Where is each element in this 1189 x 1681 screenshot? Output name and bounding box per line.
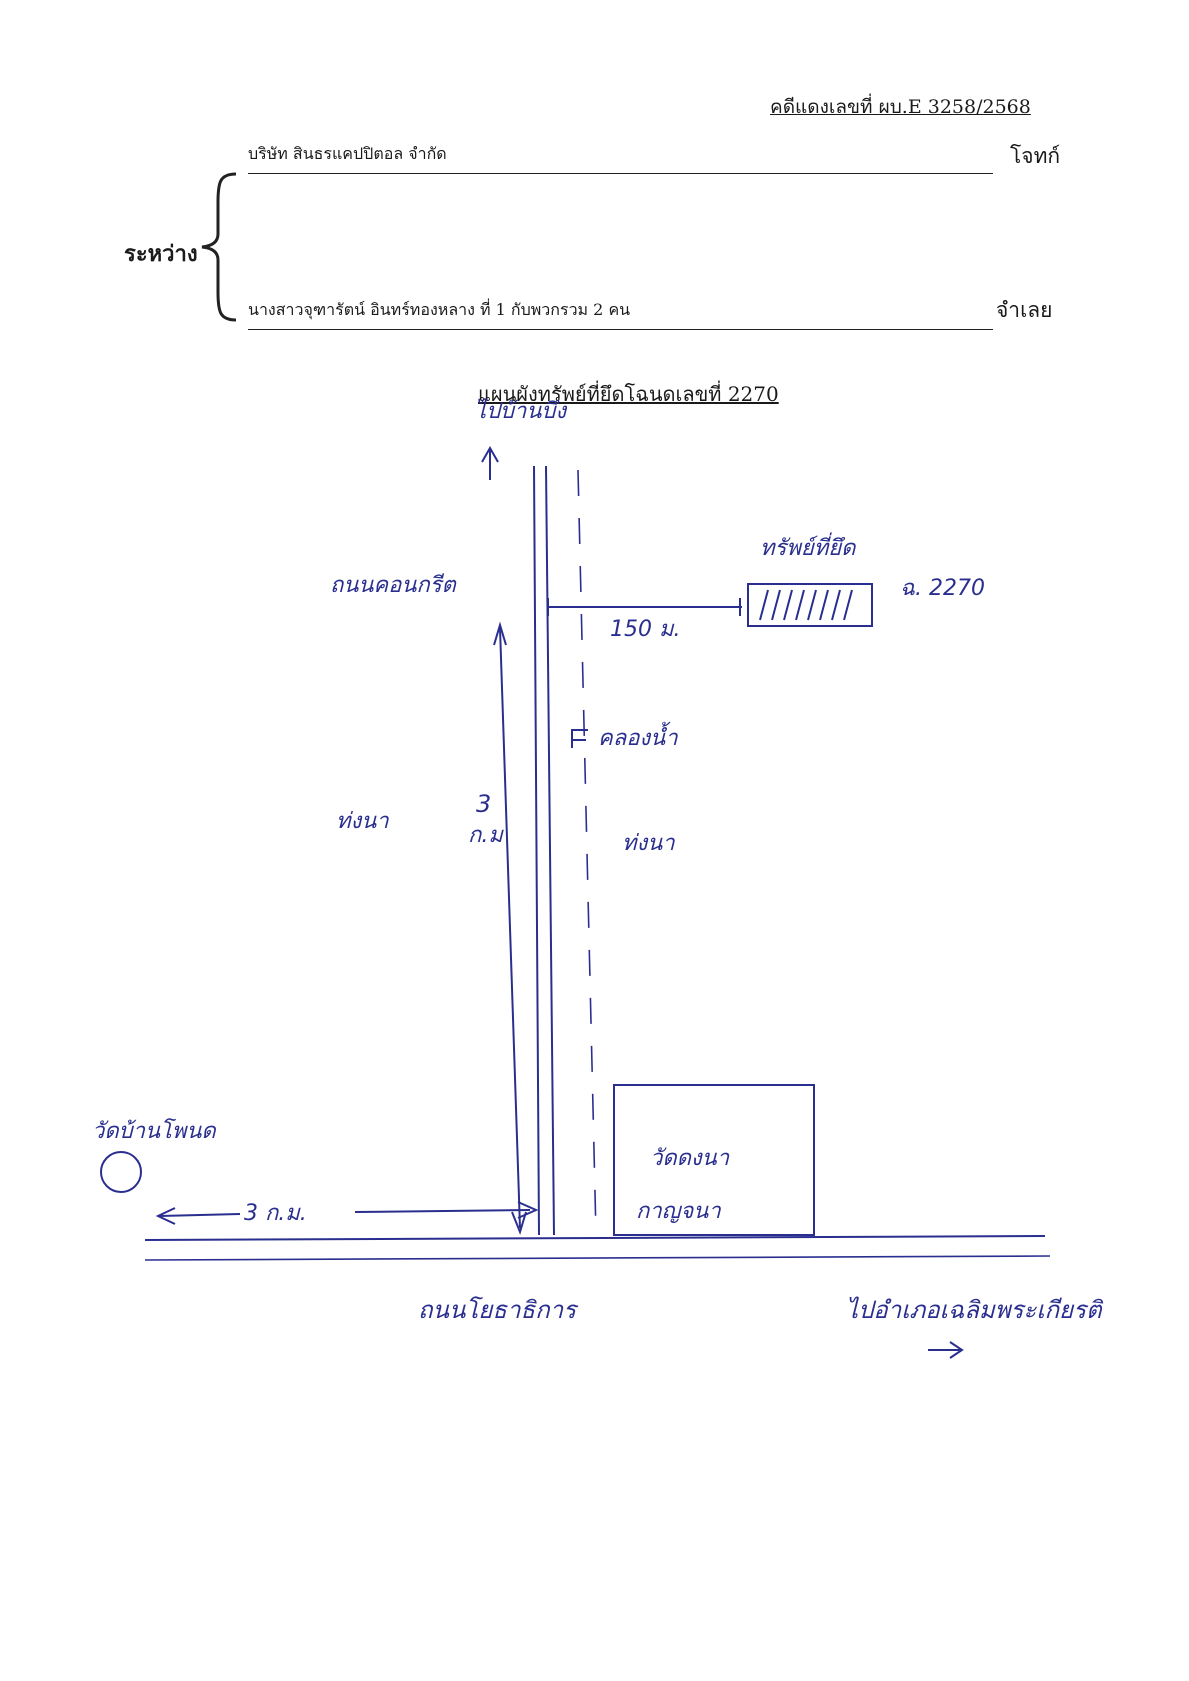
east-arrow-icon bbox=[928, 1341, 964, 1359]
label-to-east: ไปอำเภอเฉลิมพระเกียรติ bbox=[846, 1296, 1104, 1324]
horizontal-arrow-left bbox=[155, 1207, 176, 1225]
label-school: วัดดงนา bbox=[650, 1146, 730, 1171]
label-seized-property: ทรัพย์ที่ยึด bbox=[760, 532, 857, 561]
label-deed-no: ฉ. 2270 bbox=[900, 576, 985, 601]
canal-dashed-line bbox=[577, 469, 597, 1236]
case-number: คดีแดงเลขที่ ผบ.E 3258/2568 bbox=[770, 96, 1031, 118]
label-main-road: ถนนโยธาธิการ bbox=[418, 1296, 579, 1324]
distance-3km-horizontal-line bbox=[159, 1209, 531, 1217]
distance-150-tick bbox=[547, 598, 741, 616]
vertical-arrow-bottom bbox=[511, 1211, 527, 1236]
label-rice-field-left: ท่งนา bbox=[336, 809, 389, 834]
vertical-arrow-top bbox=[493, 621, 507, 646]
plot-hatching bbox=[759, 589, 853, 621]
defendant-role: จำเลย bbox=[996, 298, 1053, 322]
seized-property-plot bbox=[747, 583, 873, 627]
school-plot bbox=[613, 1084, 815, 1236]
north-road-line-left bbox=[533, 465, 540, 1236]
label-rice-field-right: ท่งนา bbox=[622, 831, 675, 856]
label-distance-150: 150 ม. bbox=[610, 617, 680, 642]
north-road-line-right bbox=[545, 465, 555, 1236]
label-road-concrete: ถนนคอนกรีต bbox=[330, 573, 458, 598]
defendant-name: นางสาวจุฑารัตน์ อินทร์ทองหลาง ที่ 1 กับพ… bbox=[248, 298, 993, 330]
plaintiff-name: บริษัท สินธรแคปปิตอล จำกัด bbox=[248, 142, 993, 174]
horizontal-arrow-right bbox=[517, 1201, 539, 1219]
label-temple-left: วัดบ้านโพนด bbox=[92, 1118, 217, 1144]
between-label: ระหว่าง bbox=[124, 241, 198, 267]
label-to-north: ไปบ้านบึง bbox=[475, 398, 568, 424]
bracket-icon bbox=[201, 172, 237, 322]
temple-marker-icon bbox=[100, 1151, 142, 1193]
north-arrow-icon bbox=[481, 445, 499, 480]
label-distance-3km-horizontal: 3 ก.ม. bbox=[244, 1201, 307, 1226]
main-road-line-top bbox=[144, 1235, 1046, 1241]
label-school-sub: กาญจนา bbox=[636, 1199, 721, 1224]
label-km-unit-vertical: ก.ม bbox=[468, 823, 504, 848]
canal-flag-icon bbox=[571, 729, 588, 748]
main-road-line-bottom bbox=[144, 1255, 1051, 1261]
map-title: แผนผังทรัพย์ที่ยึดโฉนดเลขที่ 2270 bbox=[478, 382, 779, 406]
label-distance-3km-vertical: 3 bbox=[476, 790, 491, 818]
label-canal: คลองน้ำ bbox=[598, 721, 678, 751]
plaintiff-role: โจทก์ bbox=[1010, 144, 1061, 168]
distance-3km-vertical-line bbox=[499, 627, 521, 1229]
